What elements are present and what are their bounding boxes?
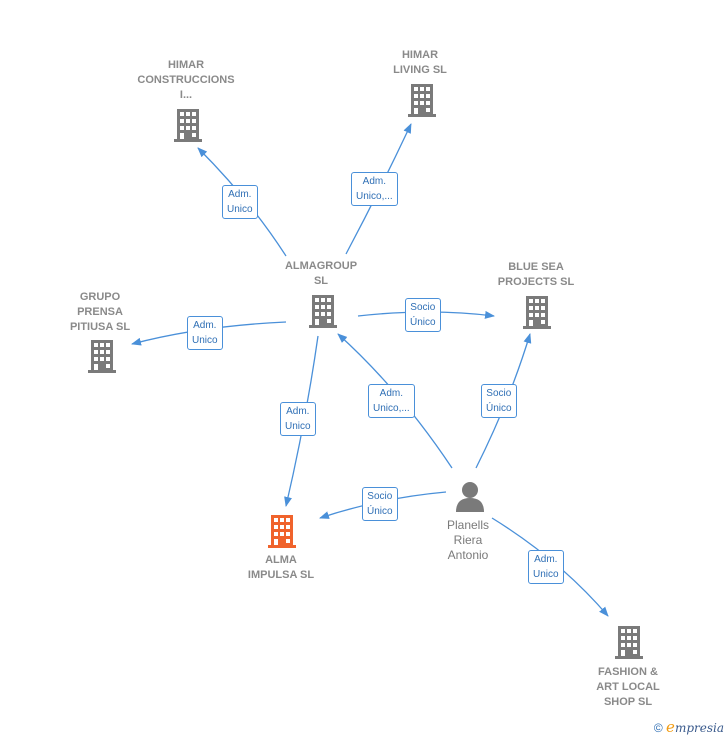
- node-label-blue-sea[interactable]: BLUE SEA PROJECTS SL: [497, 261, 575, 288]
- node-label-almagroup[interactable]: ALMAGROUP SL: [284, 260, 358, 287]
- edge-label-1: Adm. Unico: [222, 185, 258, 219]
- building-icon-himar-construccions[interactable]: [174, 109, 202, 142]
- edge-label-2: Adm. Unico,...: [351, 172, 398, 206]
- edge-label-6: Adm. Unico,...: [368, 384, 415, 418]
- building-icon-grupo-prensa[interactable]: [88, 340, 116, 373]
- copyright-symbol: ©: [653, 721, 663, 735]
- building-icon-alma-impulsa[interactable]: [268, 515, 296, 548]
- brand-logo-initial: e: [666, 718, 675, 736]
- brand-logo-text: mpresia: [674, 721, 724, 735]
- person-icon[interactable]: [456, 482, 484, 512]
- node-label-alma-impulsa[interactable]: ALMA IMPULSA SL: [247, 554, 315, 581]
- edge-label-5: Adm. Unico: [280, 402, 316, 436]
- edge-label-4: Socio Único: [405, 298, 441, 332]
- building-icon-fashion-art[interactable]: [615, 626, 643, 659]
- node-label-fashion-art[interactable]: FASHION & ART LOCAL SHOP SL: [596, 666, 660, 708]
- node-label-himar-construccions[interactable]: HIMAR CONSTRUCCIONS I...: [137, 59, 235, 101]
- building-icon-blue-sea[interactable]: [523, 296, 551, 329]
- node-label-grupo-prensa[interactable]: GRUPO PRENSA PITIUSA SL: [69, 291, 131, 333]
- person-label-planells[interactable]: Planells Riera Antonio: [446, 518, 490, 562]
- edge-label-7: Socio Único: [481, 384, 517, 418]
- building-icon-almagroup[interactable]: [309, 295, 337, 328]
- edge-label-9: Adm. Unico: [528, 550, 564, 584]
- node-label-himar-living[interactable]: HIMAR LIVING SL: [393, 49, 447, 76]
- building-icon-himar-living[interactable]: [408, 84, 436, 117]
- edge-label-3: Adm. Unico: [187, 316, 223, 350]
- footer-brand: © empresia: [654, 718, 724, 736]
- edge-label-8: Socio Único: [362, 487, 398, 521]
